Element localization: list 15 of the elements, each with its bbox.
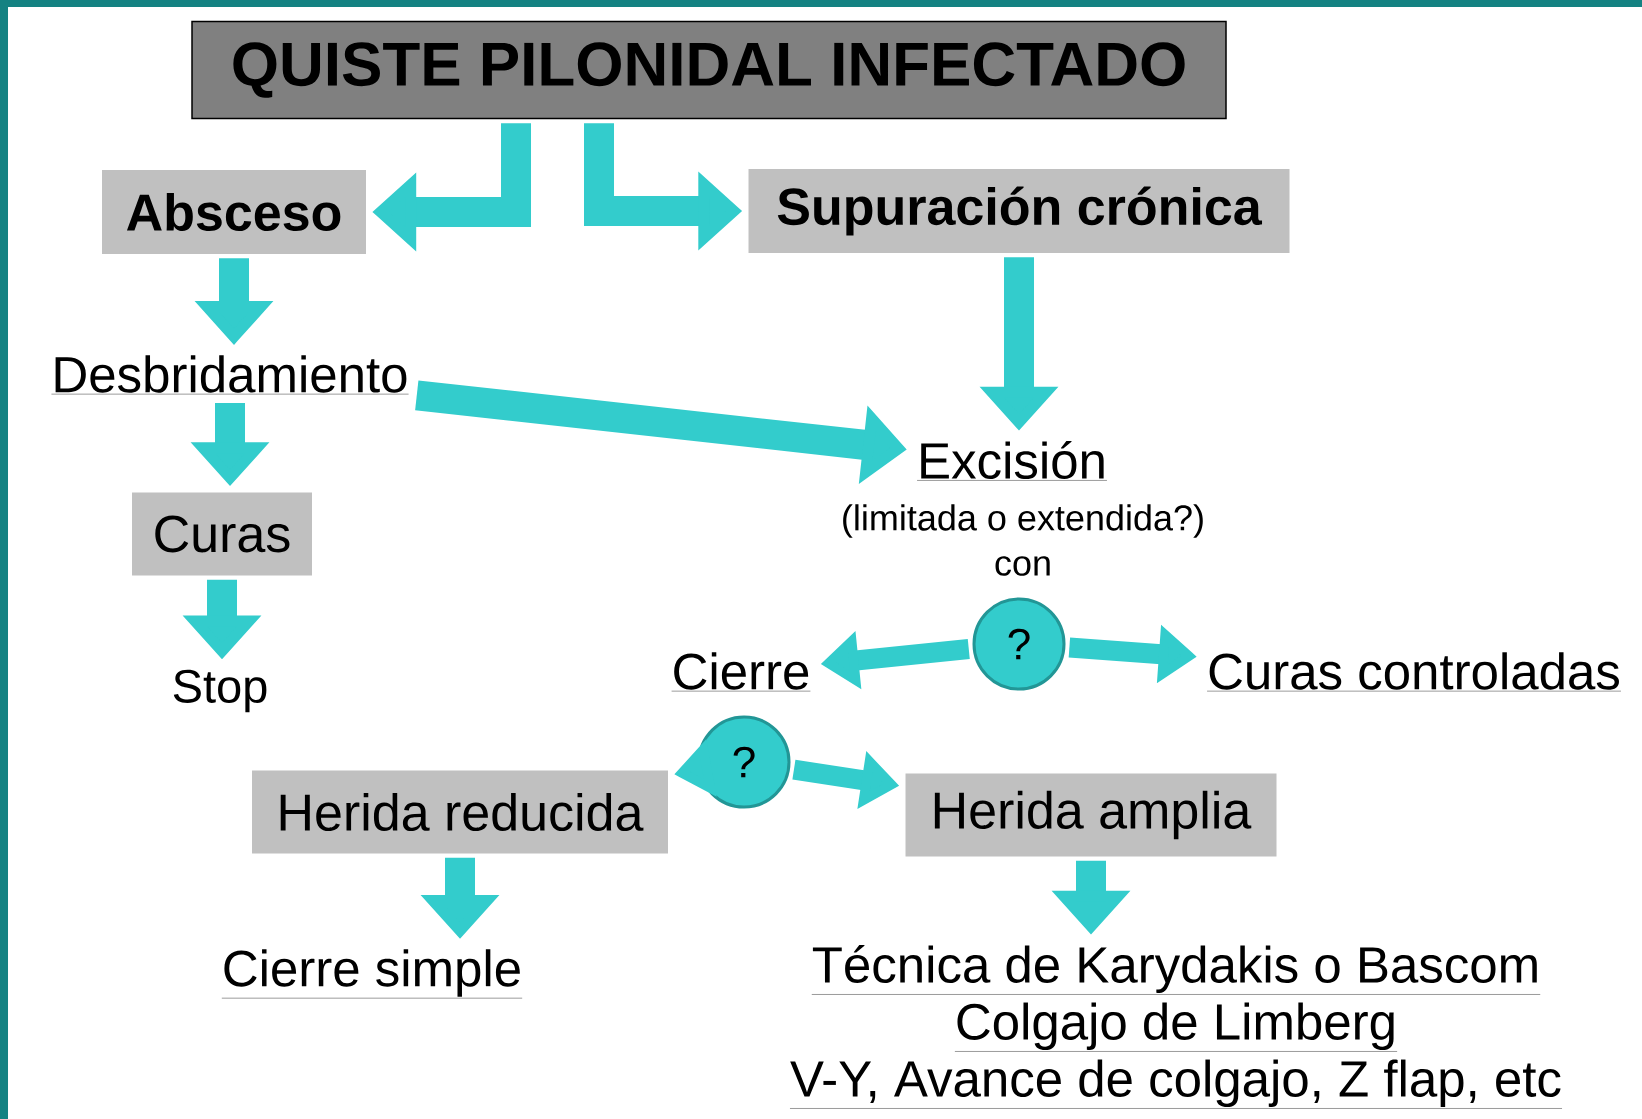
title-box: QUISTE PILONIDAL INFECTADO	[191, 20, 1227, 120]
underlined-text: Técnica de Karydakis o Bascom Colgajo de Limberg V-Y, Avance de colgajo, Z flap, etc	[789, 944, 1563, 1109]
step-text: Stop	[173, 669, 267, 713]
process-box: Herida amplia	[905, 773, 1277, 857]
underlined-text: Excisión	[916, 440, 1108, 481]
process-box: Absceso	[102, 170, 366, 254]
underlined-text: Cierre	[671, 652, 811, 692]
process-box: Herida reducida	[252, 770, 668, 854]
process-box: Curas	[132, 492, 312, 576]
process-box: Supuración crónica	[748, 169, 1290, 253]
underlined-text: Desbridamiento	[51, 355, 409, 395]
note-text: con	[995, 556, 1050, 576]
note-text: (limitada o extendida?)	[843, 504, 1203, 538]
underlined-text: Cierre simple	[221, 949, 523, 999]
underlined-text: Curas controladas	[1206, 652, 1622, 692]
